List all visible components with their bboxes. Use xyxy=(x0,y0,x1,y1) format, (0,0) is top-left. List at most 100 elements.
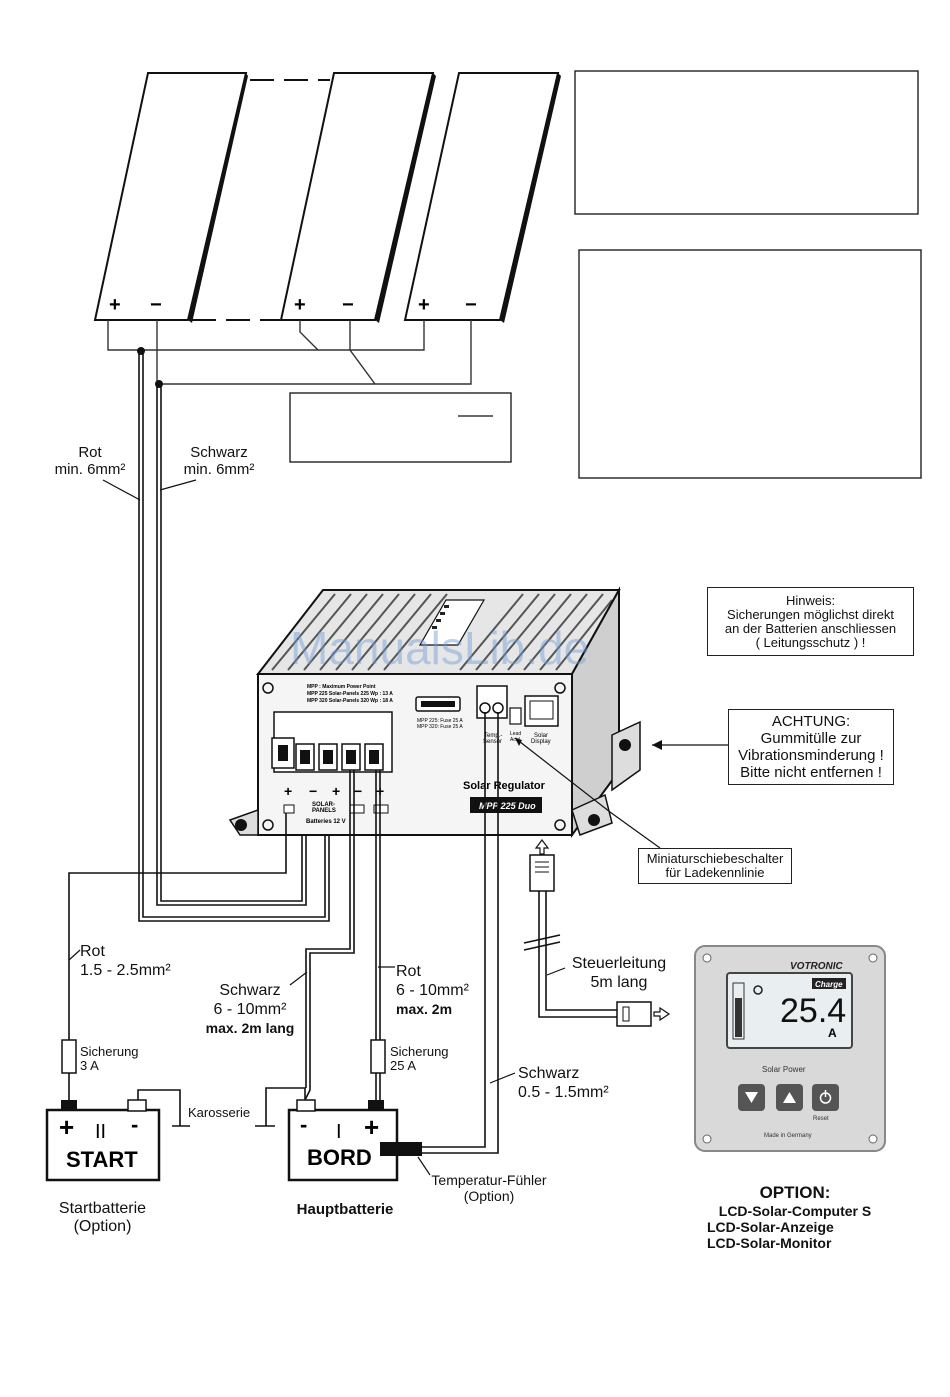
label-rot-bord-1: Rot xyxy=(396,963,421,980)
start-roman: II xyxy=(95,1121,106,1143)
label-karosserie: Karosserie xyxy=(188,1105,251,1120)
label-rot-start: Rot 1.5 - 2.5mm² xyxy=(80,942,171,980)
solar-panel-1: + − xyxy=(93,72,248,323)
label-temp-sensor-2: (Option) xyxy=(463,1188,515,1204)
bord-minus: - xyxy=(300,1112,307,1137)
bord-name: BORD xyxy=(307,1145,372,1170)
battery-wiring xyxy=(68,712,499,1154)
port-switch-2: Acid xyxy=(510,737,520,743)
lcd-badge: Charge xyxy=(815,980,843,989)
port-display-2: Display xyxy=(531,739,551,745)
label-fuse-bord-1: Sicherung xyxy=(390,1044,449,1059)
regulator-title: Solar Regulator xyxy=(463,780,546,792)
hinweis-1: Hinweis: xyxy=(785,592,836,608)
terminal-label-2: PANELS xyxy=(312,808,336,814)
caption-start-2: (Option) xyxy=(73,1218,132,1235)
port-sensor-2: Sensor xyxy=(483,739,502,745)
panel-1-plus: + xyxy=(109,294,121,316)
lcd-label: Solar Power xyxy=(762,1065,806,1074)
option-3: LCD-Solar-Monitor xyxy=(707,1235,832,1251)
label-rot-panel: Rot min. 6mm² xyxy=(45,444,135,478)
port-display-1: Solar xyxy=(534,733,548,739)
rj-plug-top xyxy=(529,854,555,892)
lcd-brand: VOTRONIC xyxy=(790,961,844,972)
schiebe-2: für Ladekennlinie xyxy=(665,865,765,880)
label-schwarz-sensor-1: Schwarz xyxy=(518,1065,580,1082)
label-fuse-bord-2: 25 A xyxy=(390,1058,417,1073)
hinweis-2: Sicherungen möglichst direkt xyxy=(727,606,894,622)
label-rot-bord-2: 6 - 10mm² xyxy=(396,982,469,999)
hinweis-3: an der Batterien anschliessen xyxy=(724,620,897,636)
achtung-4: Bitte nicht entfernen ! xyxy=(740,764,882,781)
terminal-label-3: Batteries 12 V xyxy=(306,819,346,825)
battery-start: + - II START xyxy=(45,1099,161,1182)
lcd-reset: Reset xyxy=(813,1116,829,1122)
junction-dot-red xyxy=(137,347,145,355)
label-temp-sensor: Temperatur-Fühler (Option) xyxy=(414,1172,564,1204)
panel-3-minus: − xyxy=(465,294,477,316)
label-schwarz-bord-2: 6 - 10mm² xyxy=(213,1001,287,1018)
caption-bord: Hauptbatterie xyxy=(296,1201,394,1218)
lcd-solar-computer: VOTRONIC Charge 25.4 A Solar Power Reset… xyxy=(694,945,886,1152)
term-minus-2: − xyxy=(354,783,362,799)
leader-schwarz-panel xyxy=(159,479,197,491)
regulator-fuse-1: MPP 225: Fuse 25 A xyxy=(417,718,463,724)
leader-rot-start xyxy=(68,949,81,961)
lcd-bar-frame xyxy=(732,982,745,1040)
fuse-bord xyxy=(370,1039,386,1074)
arrow-left-icon xyxy=(652,740,662,750)
achtung-2: Gummitülle zur xyxy=(760,730,862,747)
watermark: ManualsLib.de xyxy=(290,622,589,674)
label-fuse-start-2: 3 A xyxy=(80,1058,99,1073)
triangle-down-icon xyxy=(745,1092,758,1103)
label-schwarz-panel-2: min. 6mm² xyxy=(183,461,255,478)
label-fuse-bord: Sicherung 25 A xyxy=(390,1045,449,1073)
label-fuse-start: Sicherung 3 A xyxy=(80,1045,139,1073)
label-steuerleitung-2: 5m lang xyxy=(590,974,648,991)
option-title: OPTION: xyxy=(759,1183,831,1202)
label-schwarz-sensor-2: 0.5 - 1.5mm² xyxy=(518,1084,609,1101)
empty-note-box-3 xyxy=(289,392,512,463)
lcd-value: 25.4 xyxy=(780,992,846,1030)
port-switch-1: Lead xyxy=(510,731,521,737)
lcd-made: Made in Germany xyxy=(764,1133,812,1139)
start-minus: - xyxy=(131,1112,138,1137)
start-plus: + xyxy=(59,1112,74,1142)
regulator-info-2: MPP 225 Solar-Panels 225 Wp : 13 A xyxy=(307,691,393,697)
leader-schwarz-bord xyxy=(289,971,308,986)
panel-wiring xyxy=(107,320,472,385)
terminal-label-1: SOLAR- xyxy=(312,802,335,808)
solar-panel-3: + − xyxy=(403,72,561,323)
label-rot-bord-3: max. 2m xyxy=(396,1001,453,1017)
leader-schiebe xyxy=(514,737,661,849)
regulator-fuse-2: MPP 320: Fuse 25 A xyxy=(417,724,463,730)
power-button[interactable] xyxy=(812,1084,839,1111)
note-achtung: ACHTUNG: Gummitülle zur Vibrationsminder… xyxy=(728,709,894,785)
empty-note-box-2 xyxy=(578,249,922,479)
triangle-up-icon xyxy=(783,1092,796,1103)
label-rot-start-2: 1.5 - 2.5mm² xyxy=(80,962,171,979)
label-steuerleitung-1: Steuerleitung xyxy=(571,955,667,972)
battery-bord: - + I BORD xyxy=(287,1099,399,1182)
term-plus-1: + xyxy=(284,783,292,799)
bord-roman: I xyxy=(336,1121,342,1143)
option-2: LCD-Solar-Anzeige xyxy=(707,1219,834,1235)
label-steuerleitung: Steuerleitung 5m lang xyxy=(560,954,678,992)
panel-2-minus: − xyxy=(342,294,354,316)
hinweis-4: ( Leitungsschutz ) ! xyxy=(755,634,866,650)
label-rot-panel-2: min. 6mm² xyxy=(54,461,126,478)
junction-dot-black xyxy=(155,380,163,388)
solar-regulator: MPP : Maximum Power Point MPP 225 Solar-… xyxy=(228,586,641,839)
label-schwarz-panel: Schwarz min. 6mm² xyxy=(174,444,264,478)
note-schiebeschalter: Miniaturschiebeschalter für Ladekennlini… xyxy=(638,848,792,884)
bord-plus: + xyxy=(364,1112,379,1142)
start-name: START xyxy=(66,1147,138,1172)
port-sensor-1: Temp.- xyxy=(484,733,502,739)
regulator-info-3: MPP 320 Solar-Panels 320 Wp : 18 A xyxy=(307,698,393,704)
arrow-right-icon xyxy=(653,1006,671,1022)
label-fuse-start-1: Sicherung xyxy=(80,1044,139,1059)
solar-panel-2: + − xyxy=(279,72,436,323)
option-block: OPTION: LCD-Solar-Computer S LCD-Solar-A… xyxy=(700,1182,890,1251)
achtung-1: ACHTUNG: xyxy=(771,713,851,730)
